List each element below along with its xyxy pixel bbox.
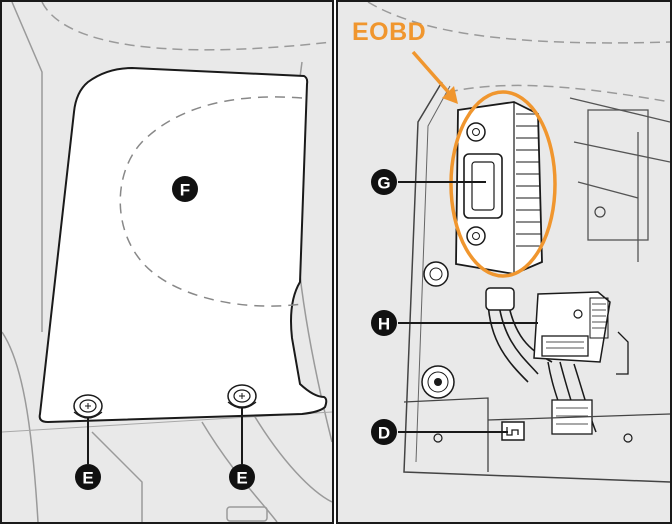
callout-e-right: E: [229, 464, 255, 490]
callout-g: G: [371, 169, 397, 195]
callout-e-left-label: E: [82, 469, 93, 488]
callout-d-label: D: [378, 424, 390, 443]
callout-f: F: [172, 176, 198, 202]
floor-line-2: [251, 411, 332, 503]
dashtrim-top: [41, 2, 332, 51]
screw-right: [227, 384, 257, 409]
callout-e-left: E: [75, 464, 101, 490]
dash-curve-mid: [447, 84, 670, 103]
wiring-harness: [485, 287, 629, 435]
connector-illustration: G H D: [367, 2, 670, 483]
eobd-connector: [455, 101, 543, 275]
screw-left: [73, 394, 103, 419]
grommet-upper: [423, 261, 449, 287]
callout-g-label: G: [377, 174, 390, 193]
pedal-stub: [226, 506, 268, 522]
callout-f-label: F: [180, 181, 190, 200]
callout-e-right-label: E: [236, 469, 247, 488]
dash-curve-top: [367, 2, 670, 44]
callout-d: D: [371, 419, 397, 445]
right-panel-connector-view: G H D EOBD: [336, 0, 672, 524]
left-panel-cover-view: F E E: [0, 0, 334, 524]
kick-panel-edge: [91, 431, 143, 522]
shelf-hole-left: [433, 433, 443, 443]
eobd-highlight-ellipse: [449, 90, 557, 278]
eobd-arrow: [411, 50, 458, 104]
cavity-outline: [403, 81, 670, 483]
lower-shelf: [403, 397, 670, 472]
rear-bracket: [587, 109, 649, 241]
cover-illustration: F E E: [2, 2, 332, 522]
cavity-inner-edge: [415, 85, 451, 463]
shelf-hole-right: [623, 433, 633, 443]
callout-h-label: H: [378, 315, 390, 334]
eobd-label: EOBD: [352, 18, 427, 46]
bracket-hole: [594, 206, 606, 218]
trim-cover-panel: [38, 66, 328, 424]
trim-edge: [11, 2, 43, 332]
obd-socket: [463, 153, 503, 219]
bracket-lines: [569, 97, 670, 262]
dash-edge-left: [2, 331, 39, 522]
callout-h: H: [371, 310, 397, 336]
